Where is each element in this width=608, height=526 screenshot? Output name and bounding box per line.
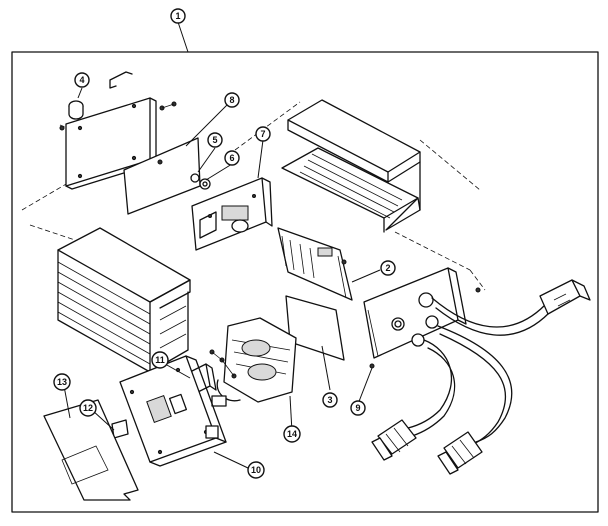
callout-14: 14 bbox=[283, 425, 301, 443]
callout-6: 6 bbox=[224, 150, 240, 166]
part-4-knob bbox=[59, 71, 133, 131]
svg-text:4: 4 bbox=[79, 75, 84, 85]
callout-11: 11 bbox=[151, 351, 169, 369]
callout-2: 2 bbox=[380, 260, 396, 276]
part-10-base-panel bbox=[119, 355, 227, 467]
callout-12: 12 bbox=[79, 399, 97, 417]
svg-text:11: 11 bbox=[155, 355, 165, 365]
callout-10: 10 bbox=[247, 461, 265, 479]
svg-text:14: 14 bbox=[287, 429, 297, 439]
svg-text:5: 5 bbox=[212, 135, 217, 145]
svg-text:2: 2 bbox=[385, 263, 390, 273]
part-2-circuit-board bbox=[277, 227, 353, 301]
part-9-front-panel bbox=[363, 267, 481, 369]
part-14-rectifier-assembly bbox=[211, 317, 297, 407]
svg-text:13: 13 bbox=[57, 377, 67, 387]
svg-text:12: 12 bbox=[83, 403, 93, 413]
callout-13: 13 bbox=[53, 373, 71, 391]
part-3-insulator bbox=[285, 295, 345, 361]
callout-5: 5 bbox=[207, 132, 223, 148]
callout-4: 4 bbox=[74, 72, 90, 88]
dc-cord-right bbox=[437, 325, 513, 475]
callout-1: 1 bbox=[170, 8, 186, 24]
ac-power-cord bbox=[431, 279, 591, 336]
part-5-6-hardware bbox=[190, 173, 211, 190]
svg-text:10: 10 bbox=[251, 465, 261, 475]
callout-8: 8 bbox=[224, 92, 240, 108]
svg-text:3: 3 bbox=[327, 395, 332, 405]
dc-cord-left bbox=[371, 339, 456, 461]
svg-text:8: 8 bbox=[229, 95, 234, 105]
part-7-bracket bbox=[191, 177, 273, 251]
callout-3: 3 bbox=[322, 392, 338, 408]
svg-text:1: 1 bbox=[175, 11, 180, 21]
left-heatsink bbox=[57, 227, 191, 373]
callout-7: 7 bbox=[255, 126, 271, 142]
svg-text:9: 9 bbox=[355, 403, 360, 413]
assembly-frame bbox=[11, 51, 599, 513]
svg-text:6: 6 bbox=[229, 153, 234, 163]
svg-text:7: 7 bbox=[260, 129, 265, 139]
callout-9: 9 bbox=[350, 400, 366, 416]
top-cover-heatsink bbox=[281, 99, 421, 233]
part-13-bottom-cover bbox=[43, 399, 139, 501]
